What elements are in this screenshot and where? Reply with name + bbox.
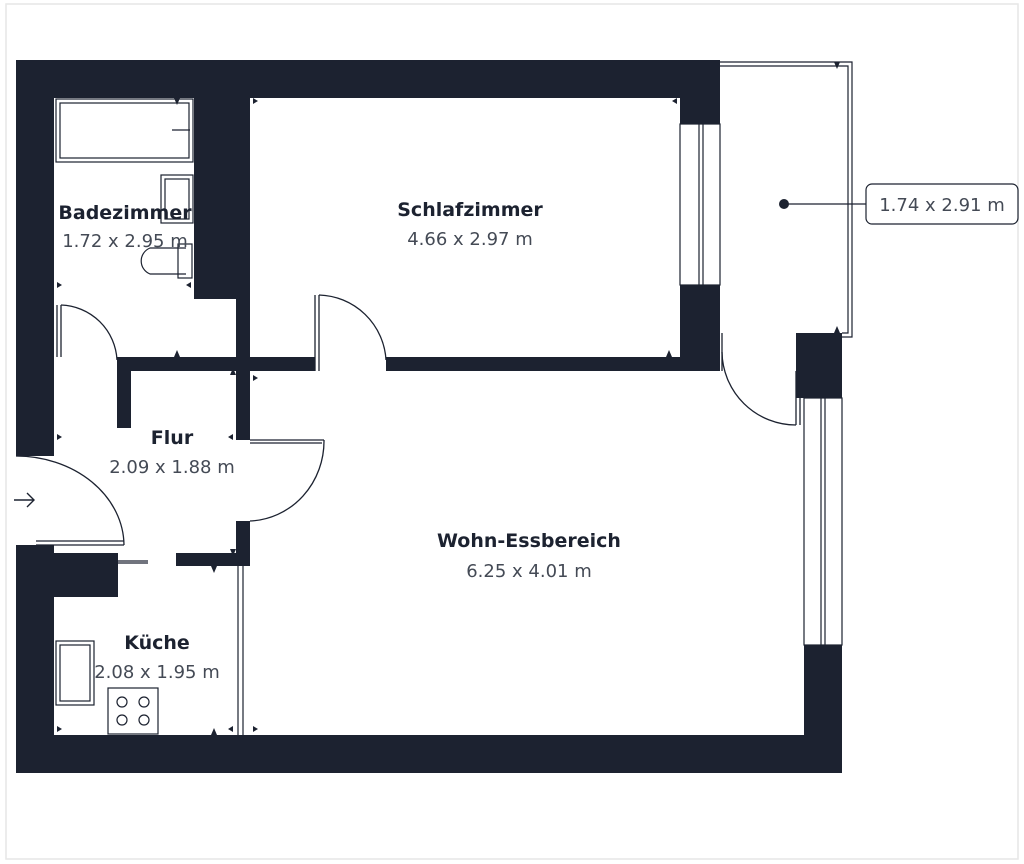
stove-icon xyxy=(107,687,159,735)
balcony-callout: 1.74 x 2.91 m xyxy=(779,183,1019,225)
room-label-kueche: Küche 2.08 x 1.95 m xyxy=(94,632,220,683)
room-label-wohn-essbereich: Wohn-Essbereich 6.25 x 4.01 m xyxy=(437,530,621,582)
page-border xyxy=(5,3,1019,860)
sink-icon xyxy=(160,174,194,224)
room-dimensions: 4.66 x 2.97 m xyxy=(407,229,533,250)
room-label-schlafzimmer: Schlafzimmer 4.66 x 2.97 m xyxy=(397,199,543,250)
doors xyxy=(15,294,801,546)
room-label-badezimmer: Badezimmer 1.72 x 2.95 m xyxy=(58,202,192,252)
windows xyxy=(679,123,843,646)
kitchen-divider xyxy=(118,560,244,735)
room-name: Wohn-Essbereich xyxy=(437,530,621,552)
balcony xyxy=(720,61,853,338)
bathtub-icon xyxy=(55,98,194,163)
toilet-icon xyxy=(140,243,193,279)
balcony-dimensions: 1.74 x 2.91 m xyxy=(879,195,1005,216)
room-dimensions: 2.08 x 1.95 m xyxy=(94,662,220,683)
kitchen-sink-icon xyxy=(55,640,95,706)
room-dimensions: 1.72 x 2.95 m xyxy=(62,231,188,252)
walls xyxy=(16,60,842,773)
room-name: Flur xyxy=(151,427,194,449)
dimension-markers xyxy=(57,62,840,735)
room-name: Badezimmer xyxy=(58,202,192,224)
room-label-flur: Flur 2.09 x 1.88 m xyxy=(109,427,235,478)
entrance-arrow-icon xyxy=(14,492,35,508)
room-name: Schlafzimmer xyxy=(397,199,543,221)
room-name: Küche xyxy=(124,632,190,654)
room-dimensions: 2.09 x 1.88 m xyxy=(109,457,235,478)
room-dimensions: 6.25 x 4.01 m xyxy=(466,561,592,582)
